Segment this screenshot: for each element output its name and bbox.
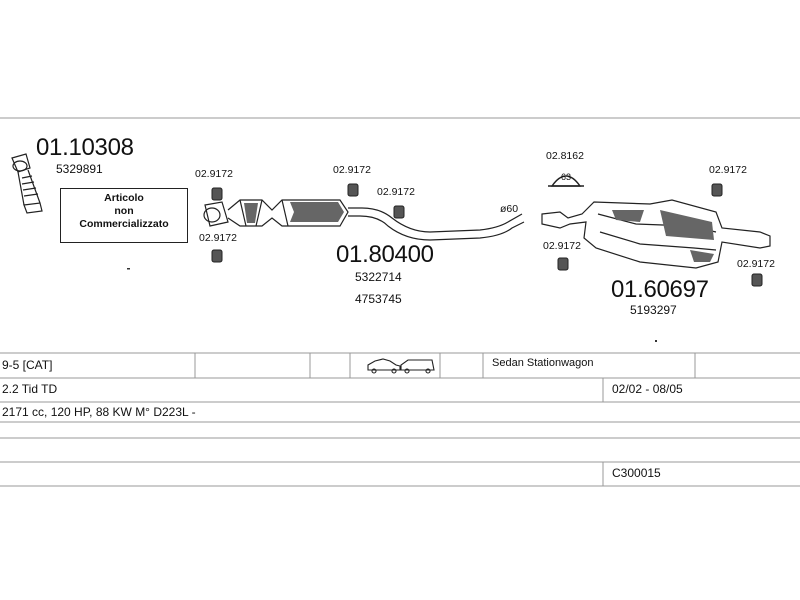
rear-silencer-shading xyxy=(612,210,714,262)
notice-line-2: non xyxy=(114,205,134,217)
front-downpipe-drawing xyxy=(11,153,43,214)
years-cell: 02/02 - 08/05 xyxy=(612,382,683,396)
middle-silencer-drawing xyxy=(203,199,525,241)
rear-part-number: 01.60697 xyxy=(611,276,709,303)
mounts xyxy=(211,183,763,287)
mount-shape-3 xyxy=(347,183,359,197)
sedan-icon xyxy=(367,358,401,374)
stationwagon-icon xyxy=(400,359,435,374)
specs-cell: 2171 cc, 120 HP, 88 KW M° D223L - xyxy=(2,405,196,419)
body-type-cell: Sedan Stationwagon xyxy=(492,357,594,369)
model-cell: 9-5 [CAT] xyxy=(2,358,53,372)
clamp-drawing xyxy=(548,175,584,187)
mount-label-7: 02.9172 xyxy=(709,164,747,176)
rear-part-oe: 5193297 xyxy=(630,303,677,317)
mount-shape-1 xyxy=(211,187,223,201)
mount-label-8: 02.9172 xyxy=(737,258,775,270)
front-part-number: 01.10308 xyxy=(36,134,134,161)
mount-shape-7 xyxy=(711,183,723,197)
pipe-diameter-label: ø60 xyxy=(500,203,519,215)
clamp-label: 63 xyxy=(561,172,572,182)
mount-label-2: 02.9172 xyxy=(199,232,237,244)
marks xyxy=(127,268,657,342)
middle-part-oe-2: 4753745 xyxy=(355,292,402,306)
mount-shape-2 xyxy=(211,249,223,263)
mount-label-6: 02.9172 xyxy=(543,240,581,252)
notice-line-3: Commercializzato xyxy=(79,218,169,230)
mount-shape-4 xyxy=(393,205,405,219)
middle-silencer-shading xyxy=(244,202,344,223)
mount-label-4: 02.9172 xyxy=(377,186,415,198)
mount-label-5: 02.8162 xyxy=(546,150,584,162)
catalog-code-cell: C300015 xyxy=(612,466,661,480)
engine-cell: 2.2 Tid TD xyxy=(2,382,58,396)
mount-shape-6 xyxy=(557,257,569,271)
mount-shape-8 xyxy=(751,273,763,287)
middle-part-number: 01.80400 xyxy=(336,241,434,268)
not-sold-notice: Articolo non Commercializzato xyxy=(60,188,188,243)
mount-label-1: 02.9172 xyxy=(195,168,233,180)
notice-line-1: Articolo xyxy=(104,192,144,204)
front-part-oe: 5329891 xyxy=(56,162,103,176)
rear-silencer-drawing xyxy=(541,199,771,269)
table-grid xyxy=(0,117,800,487)
mount-label-3: 02.9172 xyxy=(333,164,371,176)
middle-part-oe-1: 5322714 xyxy=(355,270,402,284)
